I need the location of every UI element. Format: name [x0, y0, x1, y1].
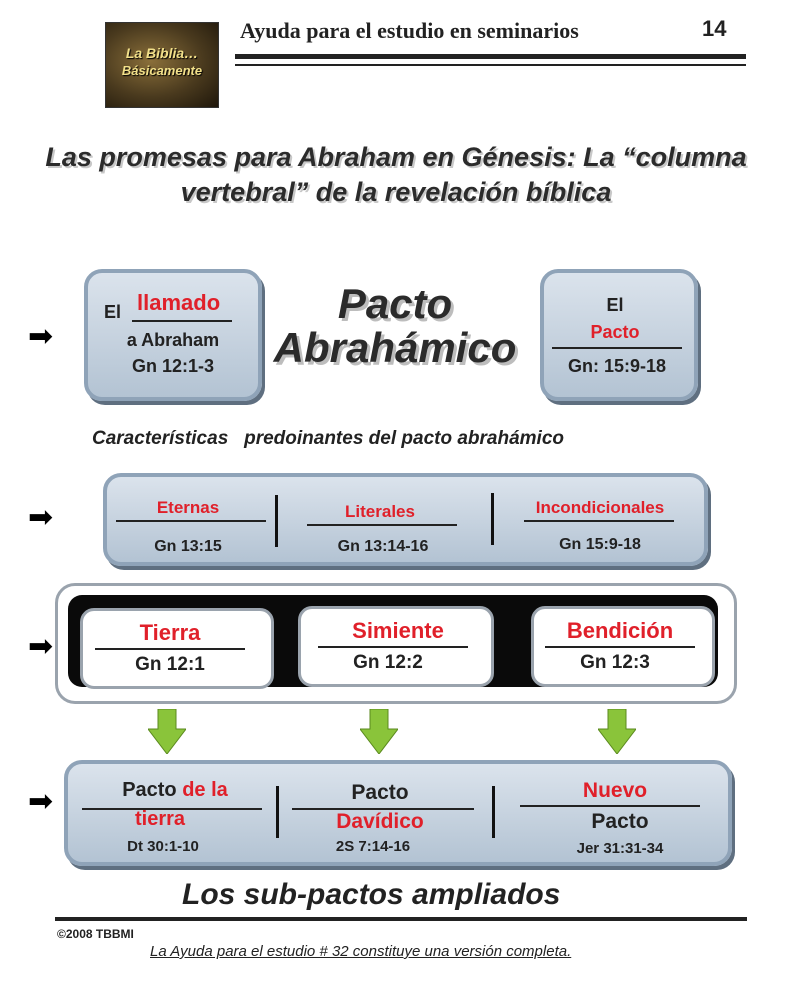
logo-line1: La Biblia… [125, 45, 199, 61]
subpact-tierra-red: de la [182, 779, 228, 801]
header-rule-top [235, 54, 746, 59]
llamado-ref: Gn 12:1-3 [131, 356, 215, 376]
promise-label-simiente: Simiente [352, 618, 444, 643]
down-arrow-icon [598, 709, 636, 754]
main-title: Las promesas para Abraham en Génesis: La… [45, 142, 747, 207]
subpact-tierra-underline [82, 808, 262, 810]
header-title: Ayuda para el estudio en seminarios [240, 18, 579, 43]
char-label-eternas: Eternas [156, 498, 220, 517]
subpact-nuevo-ref: Jer 31:31-34 [576, 840, 664, 857]
pacto-box-underline [552, 347, 682, 349]
subpact-davidico-underline [292, 808, 474, 810]
header-rule-bottom [235, 64, 746, 66]
copyright: ©2008 TBBMI [57, 927, 134, 941]
promise-ref-tierra: Gn 12:1 [135, 654, 205, 675]
promise-underline-simiente [318, 646, 468, 648]
promise-ref-bendicion: Gn 12:3 [580, 652, 650, 673]
pacto-box-el: El [606, 295, 624, 315]
right-arrow-icon: ➡ [28, 501, 54, 534]
char-ref-incondicionales: Gn 15:9-18 [559, 536, 641, 553]
subpact-davidico-red: Davídico [336, 810, 424, 833]
footer-rule [55, 917, 747, 921]
promise-label-tierra: Tierra [139, 620, 201, 645]
subpact-tierra-ref: Dt 30:1-10 [127, 838, 199, 855]
char-underline-eternas [116, 520, 266, 522]
subpact-tierra-title: Pacto de la [90, 779, 260, 802]
promise-underline-tierra [95, 648, 245, 650]
llamado-el: El [104, 302, 122, 322]
subtitle: Los sub-pactos ampliados [182, 878, 561, 911]
char-separator [275, 495, 278, 547]
right-arrow-icon: ➡ [28, 630, 54, 663]
pacto-box-ref: Gn: 15:9-18 [567, 356, 667, 376]
characteristics-title: Características predoinantes del pacto a… [92, 428, 565, 449]
right-arrow-icon: ➡ [28, 320, 54, 353]
footer-note: La Ayuda para el estudio # 32 constituye… [150, 943, 572, 960]
pacto-title-line2: Abrahámico [273, 324, 517, 371]
pacto-title: Pacto Abrahámico [260, 282, 530, 370]
subpact-tierra-black: Pacto [122, 779, 183, 801]
pacto-box-keyword: Pacto [590, 322, 640, 342]
char-underline-incondicionales [524, 520, 674, 522]
char-ref-eternas: Gn 13:15 [154, 538, 222, 555]
page-number: 14 [702, 16, 727, 41]
subpact-nuevo-black: Pacto [591, 810, 649, 833]
logo-line2: Básicamente [121, 63, 203, 78]
subpact-davidico-ref: 2S 7:14-16 [335, 838, 411, 855]
promise-label-bendicion: Bendición [566, 618, 674, 643]
promise-underline-bendicion [545, 646, 695, 648]
char-ref-literales: Gn 13:14-16 [337, 538, 429, 555]
subpact-separator [492, 786, 495, 838]
right-arrow-icon: ➡ [28, 785, 54, 818]
subpact-davidico-black: Pacto [351, 781, 409, 804]
down-arrow-icon [360, 709, 398, 754]
llamado-keyword: llamado [137, 290, 221, 315]
down-arrow-icon [148, 709, 186, 754]
characteristics-panel [103, 473, 708, 566]
llamado-underline [132, 320, 232, 322]
llamado-box [84, 269, 262, 401]
subpact-nuevo-underline [520, 805, 700, 807]
pacto-box [540, 269, 698, 401]
subpact-tierra-red2: tierra [134, 808, 186, 830]
subpact-nuevo-red: Nuevo [582, 779, 648, 802]
char-label-incondicionales: Incondicionales [535, 498, 665, 517]
char-underline-literales [307, 524, 457, 526]
subpacts-panel [64, 760, 732, 866]
pacto-title-line1: Pacto [337, 280, 453, 327]
subpact-separator [276, 786, 279, 838]
char-label-literales: Literales [345, 502, 415, 521]
char-separator [491, 493, 494, 545]
promise-ref-simiente: Gn 12:2 [353, 652, 423, 673]
logo: La Biblia… Básicamente [105, 22, 219, 108]
llamado-line2: a Abraham [126, 330, 220, 350]
